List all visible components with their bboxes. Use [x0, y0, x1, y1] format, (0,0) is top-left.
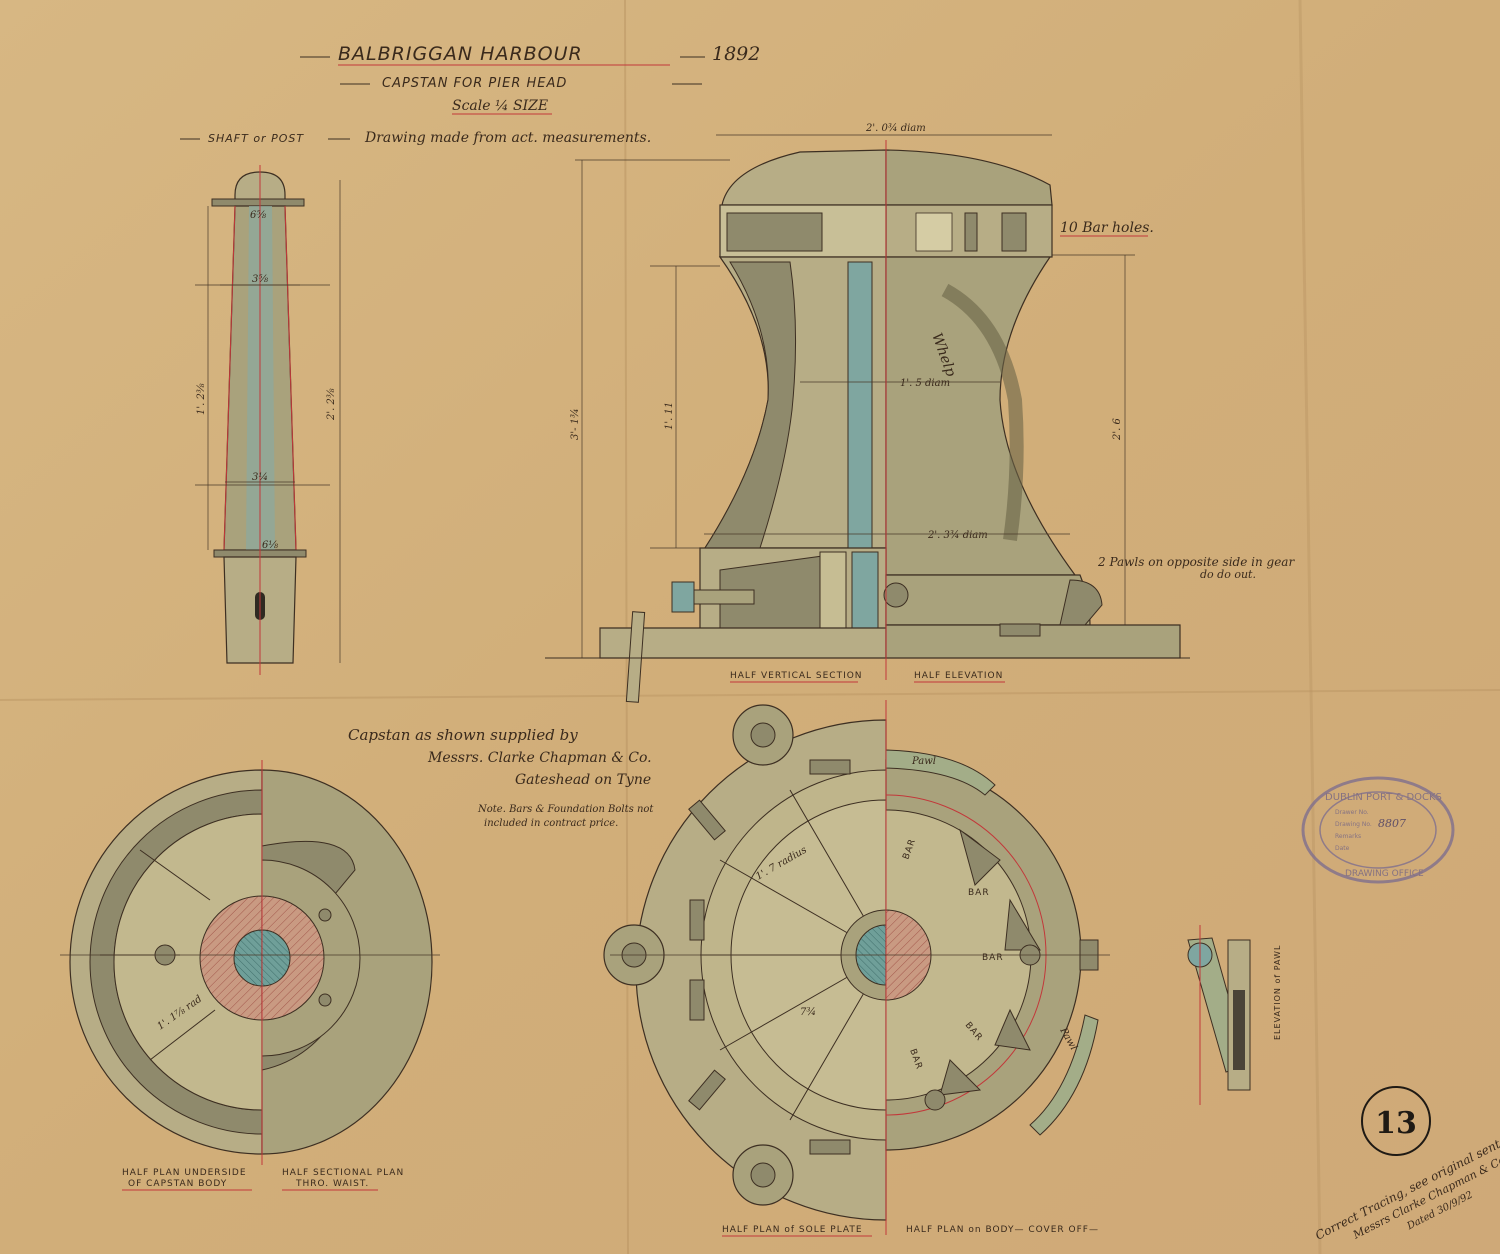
note-line-1: Note. Bars & Foundation Bolts not: [477, 804, 654, 815]
title-year: 1892: [712, 43, 760, 65]
drawing-note: Drawing made from act. measurements.: [364, 130, 651, 146]
height-overall-dim: 3'- 1¾: [570, 408, 581, 440]
title-scale: Scale ¼ SIZE: [452, 98, 548, 114]
pawl-elevation: ELEVATION of PAWL: [1187, 925, 1282, 1105]
crease-line: [1298, 0, 1322, 1254]
stamp-drawing-no-label: Drawing No.: [1335, 821, 1372, 828]
pawls-note-2: do do out.: [1200, 568, 1256, 581]
radius-dim-3: 7¾: [800, 1007, 816, 1018]
stamp-bottom: DRAWING OFFICE: [1345, 869, 1424, 879]
underside-plan-view: 1'. 1⅞ rad: [69, 769, 263, 1155]
label-sole-plate: HALF PLAN of SOLE PLATE: [722, 1225, 863, 1235]
shaft-label: SHAFT or POST: [208, 132, 304, 145]
body-height-dim: 2'. 6: [1112, 418, 1123, 441]
label-half-elevation: HALF ELEVATION: [914, 671, 1003, 681]
bar-label-3: BAR: [982, 953, 1004, 963]
title-main: BALBRIGGAN HARBOUR: [338, 43, 583, 65]
sheet-number: 13: [1375, 1106, 1417, 1141]
label-sectional-1: HALF SECTIONAL PLAN: [282, 1168, 404, 1178]
title-block: BALBRIGGAN HARBOUR 1892 CAPSTAN FOR PIER…: [300, 43, 760, 115]
shaft-length-dim: 2'. 2⅜: [326, 388, 337, 421]
shaft-mid-dim: 3⅝: [252, 274, 268, 285]
shaft-post-drawing: 6⅝ 3⅝ 3¼ 6⅛ 2'. 2⅜ 1'. 2⅜: [195, 165, 341, 675]
drawing-office-stamp: DUBLIN PORT & DOCKS DRAWING OFFICE Drawe…: [1301, 776, 1455, 884]
stamp-drawing-no: 8807: [1378, 817, 1406, 830]
supplied-line-3: Gateshead on Tyne: [515, 772, 651, 788]
top-width-dim: 2'. 0¾ diam: [865, 123, 926, 134]
bar-label-2: BAR: [968, 888, 990, 898]
fold-line: [0, 689, 1500, 701]
stamp-date-label: Date: [1335, 845, 1350, 852]
supplier-note: Capstan as shown supplied by Messrs. Cla…: [348, 726, 654, 829]
base-diam-dim: 2'. 3¾ diam: [927, 530, 988, 541]
shaft-low-dim: 3¼: [252, 472, 268, 483]
capstan-section-elevation: 2'. 0¾ diam 3'- 1¾ 1'. 11 2'. 6 10 Bar h…: [545, 123, 1295, 703]
label-pawl-elevation: ELEVATION of PAWL: [1273, 945, 1282, 1040]
pawls-note: 2 Pawls on opposite side in gear: [1097, 555, 1295, 569]
sheet-number-badge: 13: [1361, 1086, 1431, 1156]
note-line-2: included in contract price.: [484, 818, 618, 829]
bar-holes-note: 10 Bar holes.: [1060, 220, 1154, 236]
body-plan-view: BAR BAR BAR BAR BAR Pawl Pawl HALF PLAN …: [610, 700, 1110, 1237]
supplied-line-2: Messrs. Clarke Chapman & Co.: [427, 750, 652, 766]
stamp-drawer-label: Drawer No.: [1335, 809, 1369, 816]
label-body-plan: HALF PLAN on BODY— COVER OFF—: [906, 1225, 1099, 1235]
shaft-base-dim: 6⅛: [262, 540, 278, 551]
stamp-top: DUBLIN PORT & DOCKS: [1325, 792, 1442, 803]
title-subtitle: CAPSTAN FOR PIER HEAD: [382, 76, 567, 91]
label-half-vertical-section: HALF VERTICAL SECTION: [730, 671, 863, 681]
sectional-plan-view: HALF PLAN UNDERSIDE OF CAPSTAN BODY HALF…: [60, 760, 440, 1191]
label-underside-2: OF CAPSTAN BODY: [128, 1179, 227, 1189]
shaft-top-dim: 6⅝: [250, 210, 266, 221]
pawl-label-1: Pawl: [911, 756, 936, 767]
label-underside-1: HALF PLAN UNDERSIDE: [122, 1168, 247, 1178]
stamp-remarks-label: Remarks: [1335, 833, 1361, 840]
label-sectional-2: THRO. WAIST.: [295, 1179, 369, 1189]
shaft-taper-dim: 1'. 2⅜: [196, 383, 207, 415]
fold-line: [624, 0, 629, 1254]
supplied-line-1: Capstan as shown supplied by: [348, 726, 578, 744]
height-waist-dim: 1'. 11: [664, 402, 675, 430]
waist-diam-dim: 1'. 5 diam: [900, 378, 950, 389]
